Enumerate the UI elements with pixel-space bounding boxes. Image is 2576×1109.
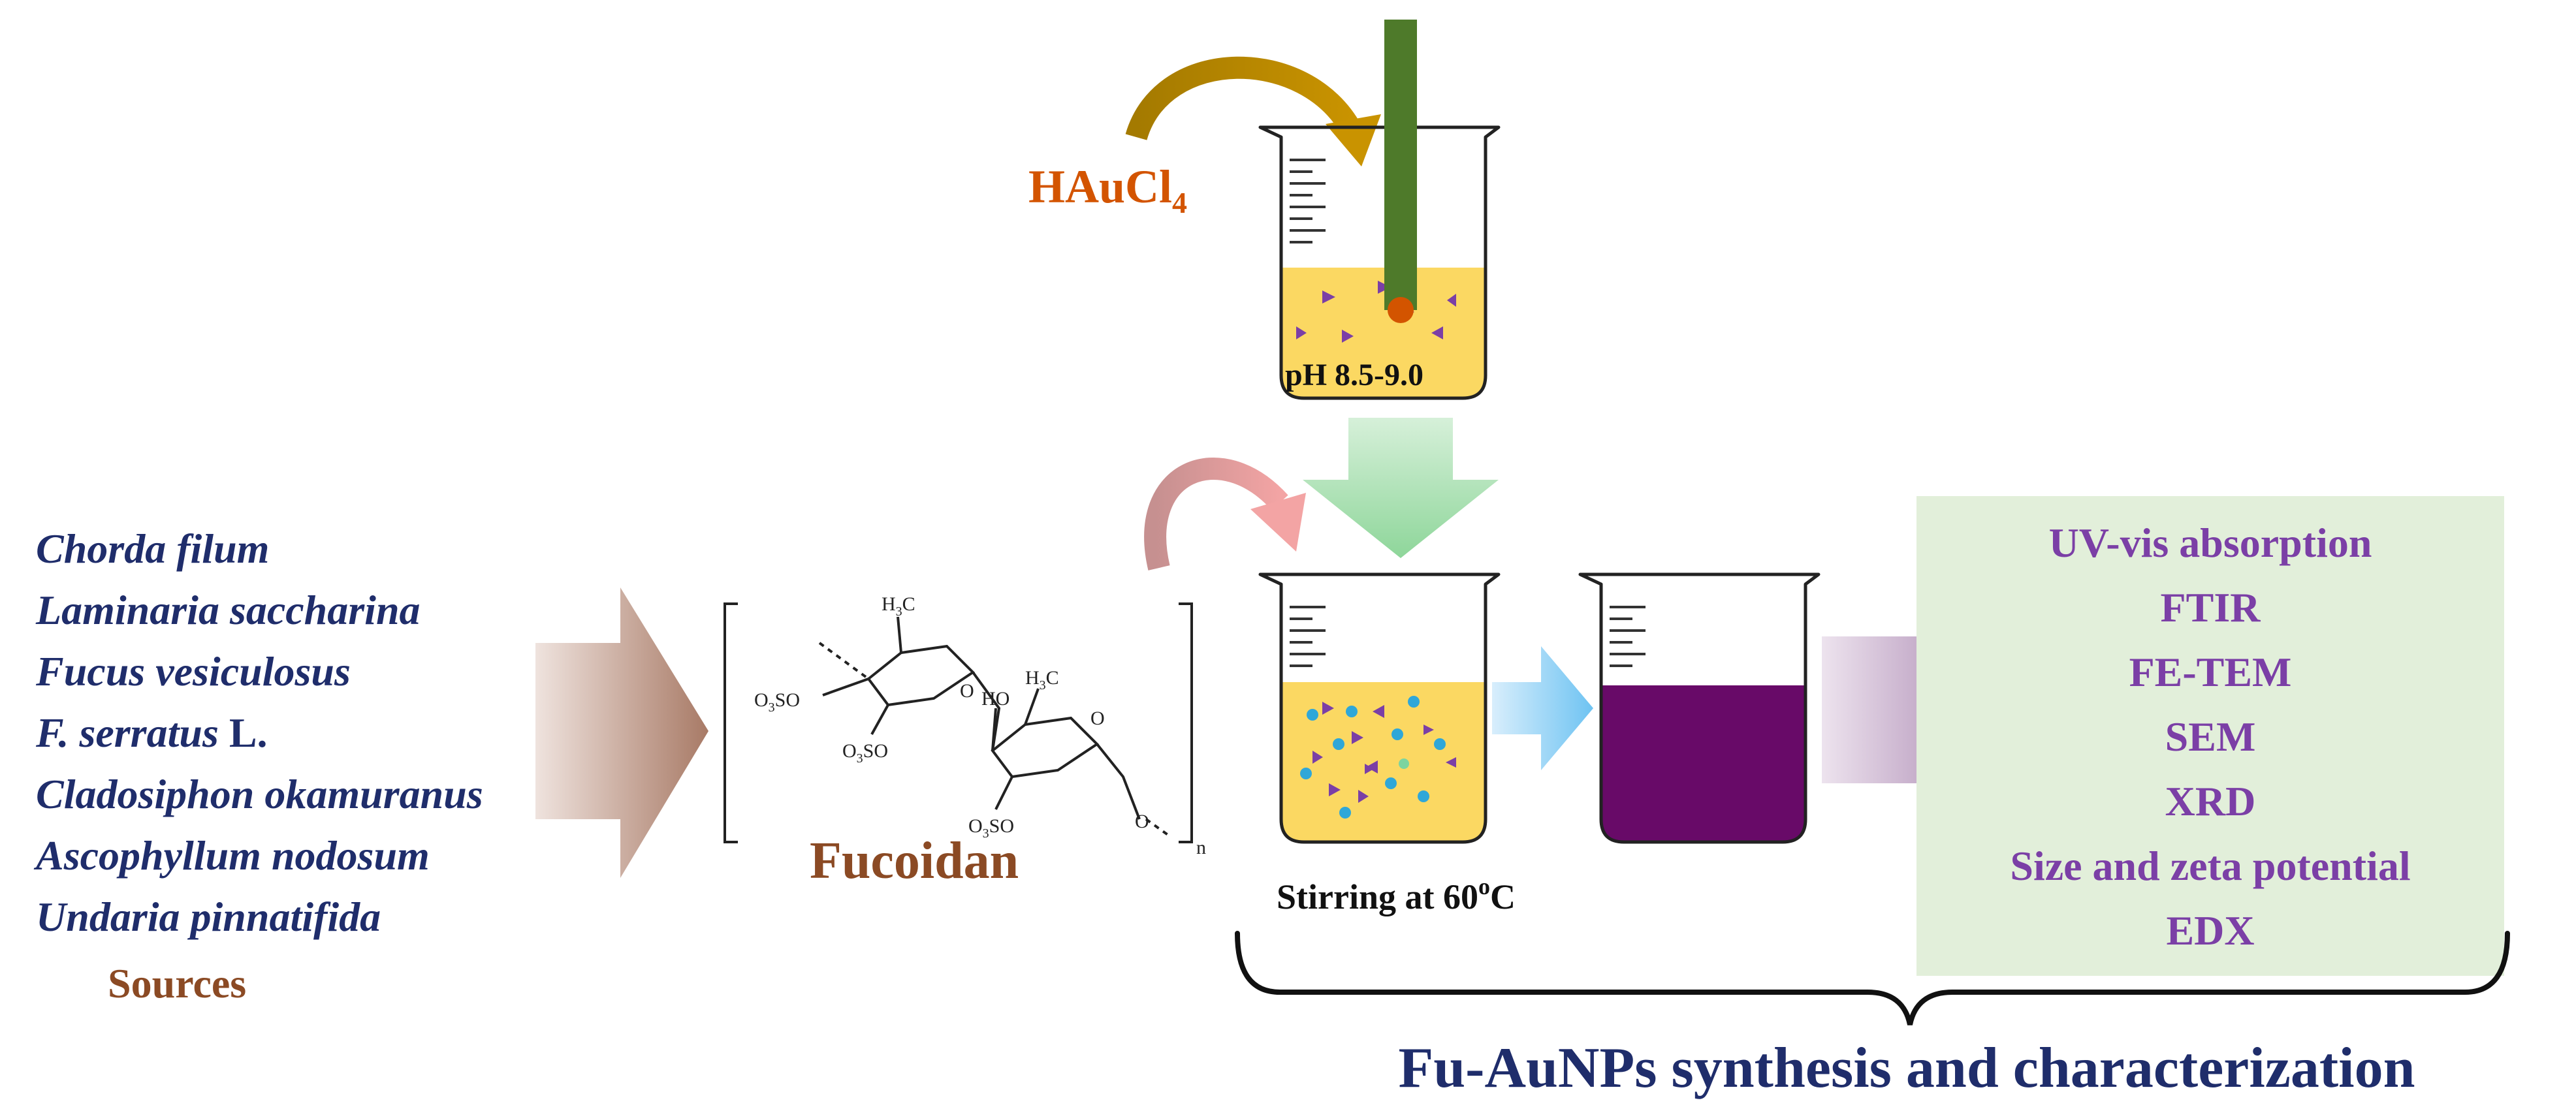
sulfate-label-3: O3SO	[968, 815, 1014, 841]
down-arrow	[1303, 418, 1499, 558]
top-beaker-outline	[1258, 125, 1501, 400]
ring2-oxygen-label: O	[1090, 708, 1105, 729]
sources-list: Chorda filum Laminaria saccharina Fucus …	[33, 525, 483, 1007]
characterization-item: EDX	[2166, 907, 2254, 954]
stirring-rod-tip	[1388, 297, 1414, 323]
ring1-sulfate-bond-1	[822, 678, 869, 696]
product-beaker-solution	[1601, 685, 1805, 842]
ring2-hydroxyl-bond	[991, 708, 997, 751]
source-item-name: F. serratus	[35, 710, 219, 756]
characterization-item: FE-TEM	[2129, 649, 2292, 695]
hydroxyl-label: HO	[981, 688, 1010, 710]
methyl-label-1: H3C	[882, 593, 915, 619]
characterization-item: SEM	[2165, 713, 2256, 760]
source-item: Ascophyllum nodosum	[33, 832, 430, 879]
product-beaker-outline	[1578, 572, 1821, 844]
fucoidan-label: Fucoidan	[810, 832, 1019, 890]
lower-linker-bond	[1096, 743, 1141, 820]
source-item: Fucus vesiculosus	[35, 648, 351, 695]
characterization-item: XRD	[2165, 778, 2256, 824]
stirring-beaker-graduations	[1290, 606, 1326, 667]
fucoidan-curved-arrow	[1144, 458, 1288, 570]
sources-label: Sources	[108, 960, 246, 1007]
mid-arrow	[1492, 646, 1593, 770]
ring2-methyl-bond	[1024, 688, 1040, 725]
source-item: F. serratus L.	[35, 710, 268, 756]
sugar-ring-1	[867, 644, 976, 707]
source-item: Undaria pinnatifida	[36, 894, 381, 940]
stirring-label: Stirring at 60oC	[1277, 873, 1516, 916]
stirring-beaker-solution	[1281, 682, 1486, 842]
fucoidan-atom-labels: H3C O3SO O3SO O HO H3C O O3SO O n	[754, 593, 1206, 858]
characterization-list: UV-vis absorption FTIR FE-TEM SEM XRD Si…	[2010, 520, 2410, 954]
ring1-methyl-bond	[897, 616, 902, 653]
reagent-curved-arrow	[1125, 56, 1361, 141]
fucoidan-structure	[724, 602, 1193, 843]
sulfate-label-1: O3SO	[754, 689, 800, 715]
methyl-label-2: H3C	[1025, 667, 1059, 693]
stirring-beaker-cyan-particles	[1300, 696, 1446, 819]
repeat-unit-label: n	[1196, 837, 1206, 858]
product-beaker	[1578, 572, 1821, 844]
source-item-suffix: L.	[229, 710, 268, 756]
stirring-rod	[1384, 20, 1417, 310]
ring1-oxygen-label: O	[960, 680, 974, 702]
curly-brace	[1235, 931, 2510, 1025]
source-item: Laminaria saccharina	[35, 587, 421, 633]
stirring-beaker	[1258, 572, 1501, 844]
ring2-sulfate-bond	[994, 776, 1013, 810]
characterization-item: FTIR	[2161, 584, 2261, 631]
caption: Fu-AuNPs synthesis and characterization	[1398, 1037, 2415, 1100]
ph-label: pH 8.5-9.0	[1285, 358, 1423, 392]
linker-oxygen-label: O	[1135, 811, 1149, 832]
top-beaker: pH 8.5-9.0	[1258, 125, 1501, 400]
left-bracket	[724, 602, 738, 843]
fucoidan-curved-arrowhead	[1250, 493, 1306, 552]
top-beaker-graduations	[1290, 159, 1326, 243]
characterization-item: UV-vis absorption	[2049, 520, 2372, 566]
stirring-beaker-outline	[1258, 572, 1501, 844]
characterization-item: Size and zeta potential	[2010, 843, 2410, 889]
upper-linker-bond	[818, 642, 870, 680]
characterization-panel	[1916, 496, 2504, 976]
sulfate-label-2: O3SO	[842, 740, 888, 766]
stirring-beaker-purple-particles	[1312, 702, 1456, 803]
source-item: Cladosiphon okamuranus	[36, 771, 483, 817]
lower-dotted-bond	[1145, 818, 1170, 837]
ring1-sulfate-bond-2	[870, 704, 889, 735]
right-bracket	[1179, 602, 1193, 843]
reagent-label: HAuCl4	[1028, 161, 1187, 219]
sugar-ring-2	[991, 716, 1100, 779]
top-beaker-solution	[1281, 268, 1486, 398]
product-beaker-graduations	[1610, 606, 1646, 667]
source-item: Chorda filum	[36, 525, 269, 572]
sources-to-fucoidan-arrow	[535, 587, 708, 878]
